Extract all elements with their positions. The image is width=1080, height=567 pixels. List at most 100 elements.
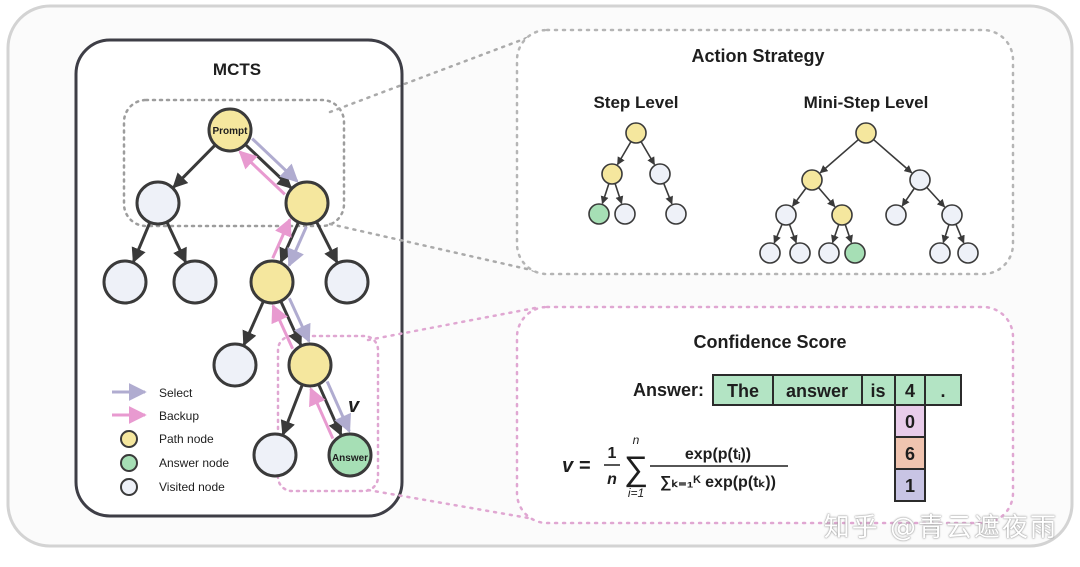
visited-node — [102, 259, 148, 305]
legend-visited-node-label: Visited node — [159, 480, 225, 494]
tree-edge — [926, 186, 946, 208]
visited-node — [885, 204, 907, 226]
backup-arrow — [271, 304, 295, 350]
formula-lhs: v = — [562, 455, 591, 477]
formula-denominator: ∑ₖ₌₁ᴷ exp(p(tₖ)) — [660, 474, 776, 491]
tree-edge — [901, 187, 916, 207]
step-level-label: Step Level — [593, 93, 678, 112]
tree-edges — [131, 138, 965, 437]
visited-node — [135, 180, 181, 226]
tree-edge — [955, 223, 965, 244]
legend-select-label: Select — [159, 386, 193, 400]
visited-node — [775, 204, 797, 226]
path-node — [249, 259, 295, 305]
visited-node — [212, 342, 258, 388]
backup-arrow — [309, 387, 335, 440]
tree-edge — [165, 221, 188, 264]
select-arrow — [325, 380, 351, 433]
path-node — [855, 122, 877, 144]
token-cell — [712, 374, 774, 406]
tree-edge — [614, 183, 624, 205]
tree-edge — [773, 223, 783, 244]
visited-node — [324, 259, 370, 305]
path-node — [831, 204, 853, 226]
digit-text: 0 — [905, 412, 915, 432]
action-strategy-title: Action Strategy — [691, 46, 824, 66]
digit-text: 1 — [905, 476, 915, 496]
visited-node — [614, 203, 636, 225]
token-text: . — [940, 381, 945, 401]
visited-node — [909, 169, 931, 191]
tree-edge — [831, 224, 840, 244]
tree-edge — [791, 187, 807, 207]
path-node — [207, 107, 253, 153]
visited-node — [929, 242, 951, 264]
tree-edge — [600, 183, 610, 205]
token-cell — [924, 374, 962, 406]
tree-edge — [819, 138, 859, 174]
formula-frac-num: 1 — [608, 445, 617, 462]
tree-edge — [640, 141, 656, 166]
path-node — [284, 180, 330, 226]
sum-top: n — [633, 433, 640, 447]
tree-edge — [817, 187, 836, 208]
answer-node — [844, 242, 866, 264]
mcts-title: MCTS — [213, 60, 261, 79]
path-node — [801, 169, 823, 191]
tree-edge — [873, 138, 913, 174]
digit-cell — [894, 468, 926, 502]
visited-node — [941, 204, 963, 226]
token-text: answer — [786, 381, 848, 401]
path-node — [287, 342, 333, 388]
backup-arrow — [271, 217, 292, 259]
answer-node — [327, 432, 373, 478]
legend-backup-label: Backup — [159, 409, 199, 423]
tree-edge — [280, 384, 304, 436]
select-arrow — [251, 137, 299, 183]
token-text: The — [727, 381, 759, 401]
legend-answer-node-icon — [120, 454, 138, 472]
visited-node — [818, 242, 840, 264]
select-arrow — [287, 297, 311, 343]
tree-edge — [844, 224, 853, 244]
digit-cell — [894, 404, 926, 438]
confidence-title: Confidence Score — [693, 332, 846, 352]
visited-node — [649, 163, 671, 185]
action-zoom-box — [122, 98, 346, 228]
tree-edge — [315, 221, 339, 264]
v-symbol: v — [348, 395, 361, 417]
path-node — [601, 163, 623, 185]
sum-bottom: i=1 — [628, 486, 644, 500]
tree-nodes — [102, 107, 979, 478]
token-text: is — [870, 381, 885, 401]
tree-edge — [788, 224, 798, 244]
watermark: 知乎 @青云遮夜雨 — [823, 513, 1058, 543]
path-node — [625, 122, 647, 144]
connector-line — [366, 305, 542, 342]
confidence-zoom-box — [276, 334, 380, 493]
digit-cell — [894, 436, 926, 470]
mcts-prompt-label: Prompt — [213, 126, 249, 137]
formula-frac-den: n — [607, 471, 617, 488]
visited-node — [789, 242, 811, 264]
digit-text: 6 — [905, 444, 915, 464]
visited-node — [957, 242, 979, 264]
sum-symbol: ∑ — [624, 450, 648, 488]
action-strategy-panel — [515, 28, 1015, 276]
tree-edge — [616, 141, 632, 166]
tree-edge — [242, 300, 265, 347]
legend-path-node-icon — [120, 430, 138, 448]
mini-step-level-label: Mini-Step Level — [804, 93, 929, 112]
tree-edge — [172, 143, 217, 189]
backup-arrow — [238, 150, 286, 196]
legend-path-node-label: Path node — [159, 432, 214, 446]
visited-node — [172, 259, 218, 305]
formula-numerator: exp(p(tᵢ)) — [685, 446, 751, 463]
confidence-formula: v = 1 n n ∑ i=1 exp(p(tᵢ)) ∑ₖ₌₁ᴷ exp(p(t… — [562, 433, 788, 500]
visited-node — [759, 242, 781, 264]
mcts-answer-label: Answer — [332, 453, 368, 464]
select-backup-arrows — [238, 137, 351, 440]
confidence-panel — [515, 305, 1015, 525]
